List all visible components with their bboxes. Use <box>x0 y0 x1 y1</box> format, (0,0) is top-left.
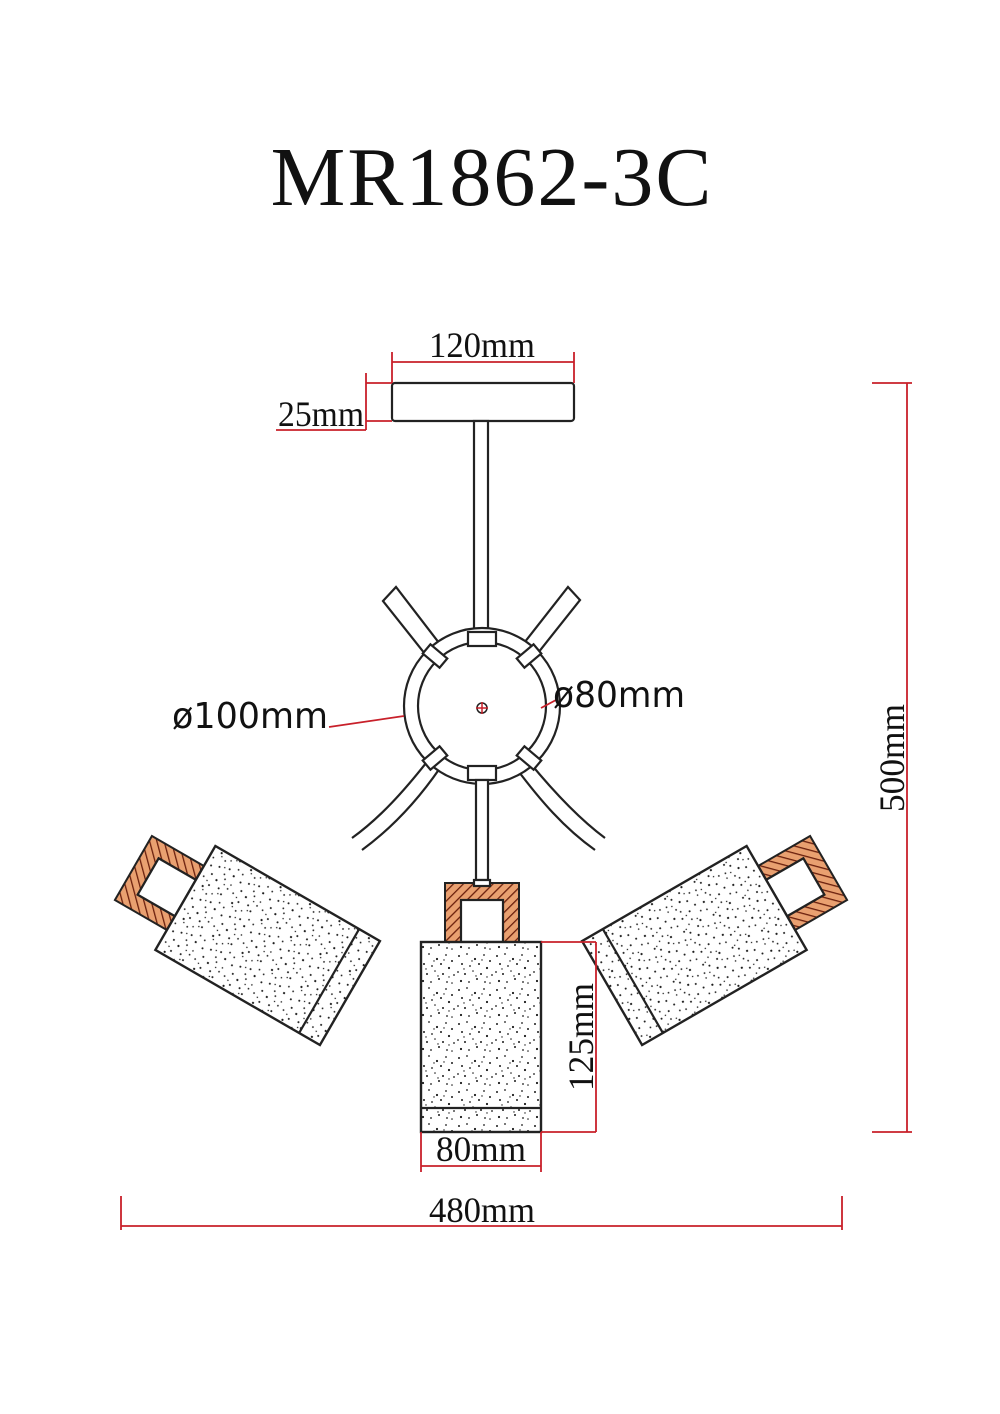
left-shade <box>153 844 382 1047</box>
shade-height-label: 125mm <box>561 983 601 1091</box>
total-height-dimension: 500mm <box>872 382 912 1133</box>
center-lamp <box>419 878 543 1134</box>
ring-outer-diameter-label: ø100mm <box>172 696 328 737</box>
down-rod <box>472 419 490 637</box>
right-shade <box>580 844 809 1047</box>
ceiling-canopy <box>390 381 576 423</box>
ring-outer-diameter-dimension: ø100mm <box>172 696 405 737</box>
central-ring <box>402 626 562 786</box>
right-lamp <box>580 834 849 1047</box>
shade-height-dimension: 125mm <box>541 941 601 1133</box>
ring-inner-diameter-dimension: ø80mm <box>540 675 685 716</box>
canopy-width-dimension: 120mm <box>391 325 575 383</box>
ring-inner-diameter-label: ø80mm <box>553 675 685 716</box>
canopy-width-label: 120mm <box>429 325 535 365</box>
model-title: MR1862-3C <box>271 131 714 224</box>
left-lamp <box>113 834 382 1047</box>
total-width-label: 480mm <box>429 1190 535 1230</box>
total-width-dimension: 480mm <box>120 1190 843 1230</box>
total-height-label: 500mm <box>872 704 912 812</box>
canopy-height-dimension: 25mm <box>276 373 392 434</box>
center-shade <box>419 940 543 1134</box>
shade-width-label: 80mm <box>436 1129 526 1169</box>
center-stem <box>474 778 490 882</box>
canopy-height-label: 25mm <box>278 394 364 434</box>
shade-width-dimension: 80mm <box>420 1129 542 1172</box>
